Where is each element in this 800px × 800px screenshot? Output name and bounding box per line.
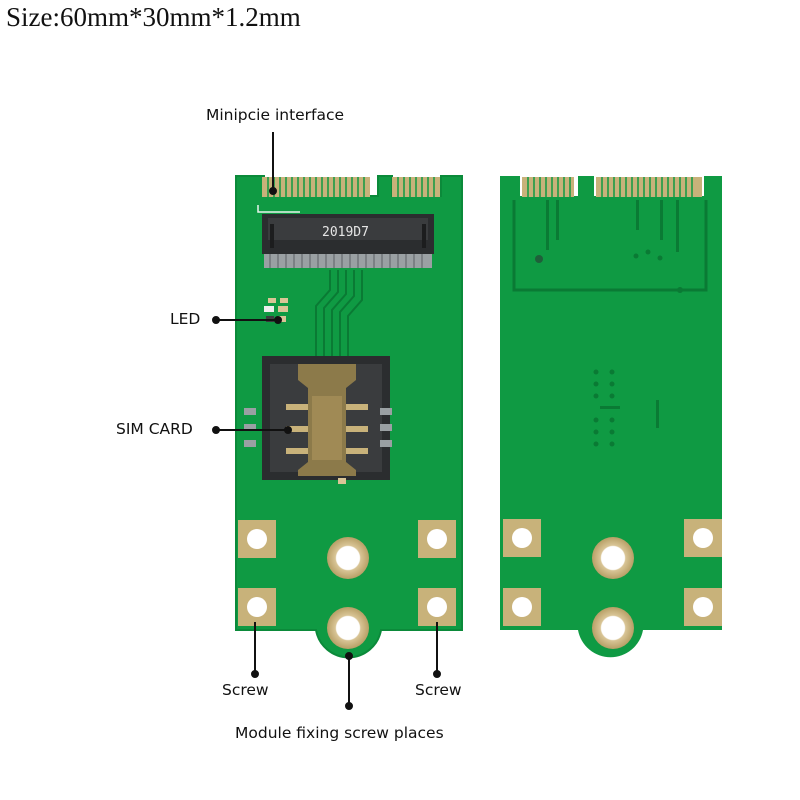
back-traces [535,200,683,293]
sim-card-holder [244,356,392,484]
pcb-traces [315,270,363,360]
minipcie-gold-fingers [262,177,440,197]
module-fixing-label: Module fixing screw places [235,724,444,742]
back-ground-plane [512,200,708,292]
screw-pads-back [503,519,722,649]
minipcie-interface-label: Minipcie interface [206,106,345,124]
front-board: 2019D7 [235,175,463,659]
m2-socket: 2019D7 [262,214,434,268]
screw-label-left: Screw [222,681,269,699]
size-label: Size:60mm*30mm*1.2mm [6,2,301,32]
sim-card-label: SIM CARD [116,420,193,438]
back-gold-fingers [522,177,702,197]
back-vias [593,369,659,447]
leader-lines [212,132,441,710]
screw-pads-front [238,520,456,649]
back-board [500,176,722,658]
led-label: LED [170,310,201,328]
screw-label-right: Screw [415,681,462,699]
socket-marking: 2019D7 [322,225,369,240]
